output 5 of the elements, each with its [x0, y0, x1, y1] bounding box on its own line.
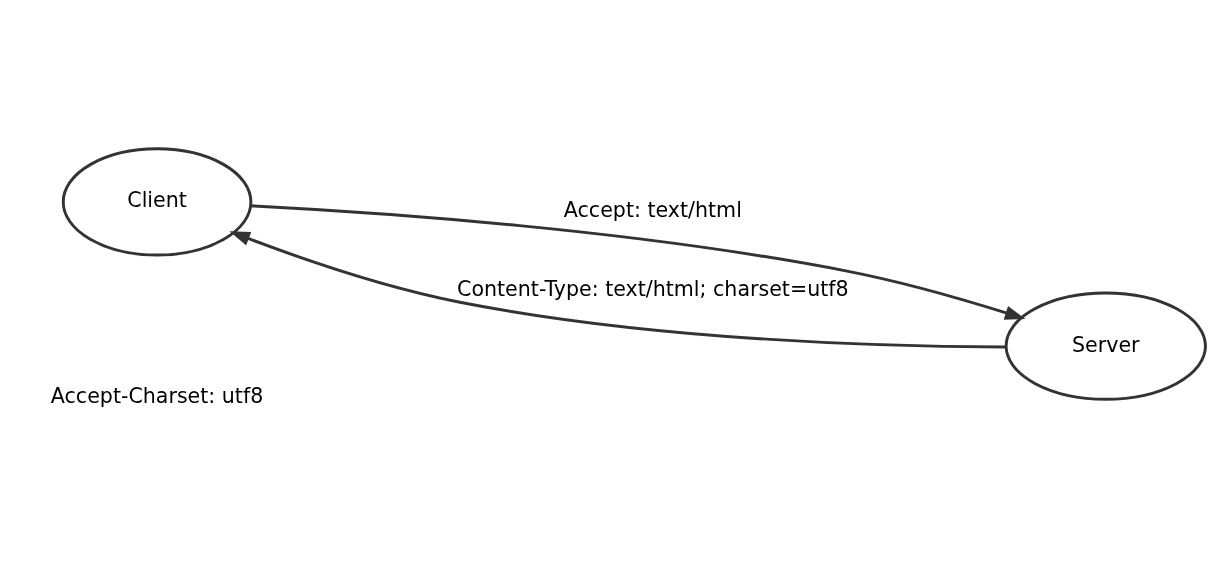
edge-label: Accept: text/html — [563, 197, 742, 222]
arrow — [229, 231, 1006, 349]
arrow — [250, 204, 1026, 320]
label: Accept-Charset: utf8 — [50, 384, 264, 409]
edge-label: Content-Type: text/html; charset=utf8 — [457, 277, 849, 302]
